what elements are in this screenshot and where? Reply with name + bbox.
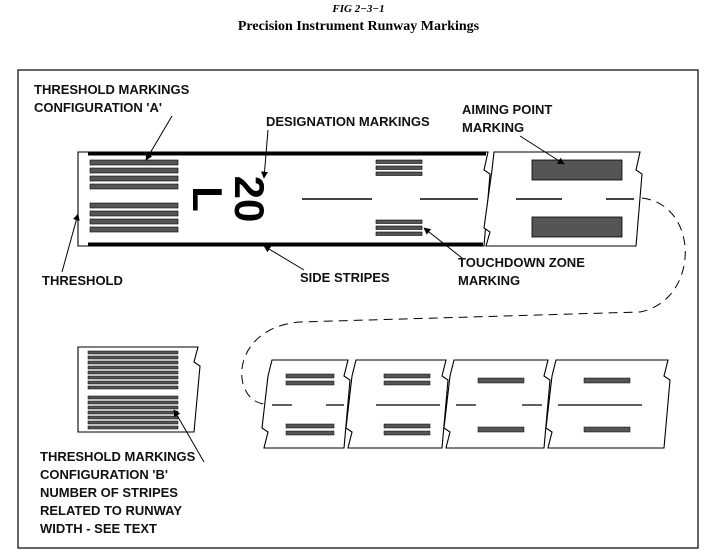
leader-touchdown-zone	[423, 227, 463, 259]
leader-side-stripes	[263, 245, 305, 271]
leader-aiming-point	[519, 135, 565, 165]
leader-designation-markings	[261, 129, 269, 179]
designation-letter: L	[184, 186, 231, 212]
figure-frame	[17, 69, 699, 549]
leader-threshold-markings-a	[145, 115, 173, 161]
leader-threshold	[61, 213, 80, 273]
label-number-of-stripes: NUMBER OF STRIPES	[40, 485, 178, 500]
label-aiming-point: AIMING POINT	[462, 102, 552, 117]
runway-segment	[443, 359, 551, 449]
label-configuration-a: CONFIGURATION 'A'	[34, 100, 162, 115]
touchdown-zone-bars-bottom	[375, 219, 423, 236]
aiming-point-bar-bottom	[531, 216, 623, 238]
label-touchdown-zone: TOUCHDOWN ZONE	[458, 255, 585, 270]
leader-threshold-markings-b	[173, 409, 205, 463]
label-threshold: THRESHOLD	[42, 273, 123, 288]
touchdown-zone-bars-top	[375, 159, 423, 176]
label-touchdown-zone-marking: MARKING	[458, 273, 520, 288]
continuation-dashed-line	[241, 197, 686, 405]
label-aiming-point-marking: MARKING	[462, 120, 524, 135]
threshold-stripes-a	[89, 159, 179, 233]
top-runway: 20 L	[77, 151, 643, 247]
label-width-see-text: WIDTH - SEE TEXT	[40, 521, 157, 536]
designation-number: 20	[226, 176, 273, 223]
figure-title: Precision Instrument Runway Markings	[237, 19, 480, 34]
label-side-stripes: SIDE STRIPES	[300, 270, 390, 285]
figure-number: FIG 2−3−1	[332, 3, 385, 15]
label-designation-markings: DESIGNATION MARKINGS	[266, 114, 430, 129]
label-threshold-markings-b: THRESHOLD MARKINGS	[40, 449, 196, 464]
aiming-point-bar-top	[531, 159, 623, 181]
threshold-config-b	[77, 346, 201, 433]
label-configuration-b: CONFIGURATION 'B'	[40, 467, 168, 482]
bottom-runway	[261, 359, 671, 449]
runway-segment	[545, 359, 671, 449]
label-threshold-markings-a: THRESHOLD MARKINGS	[34, 82, 190, 97]
label-related-to-runway: RELATED TO RUNWAY	[40, 503, 182, 518]
